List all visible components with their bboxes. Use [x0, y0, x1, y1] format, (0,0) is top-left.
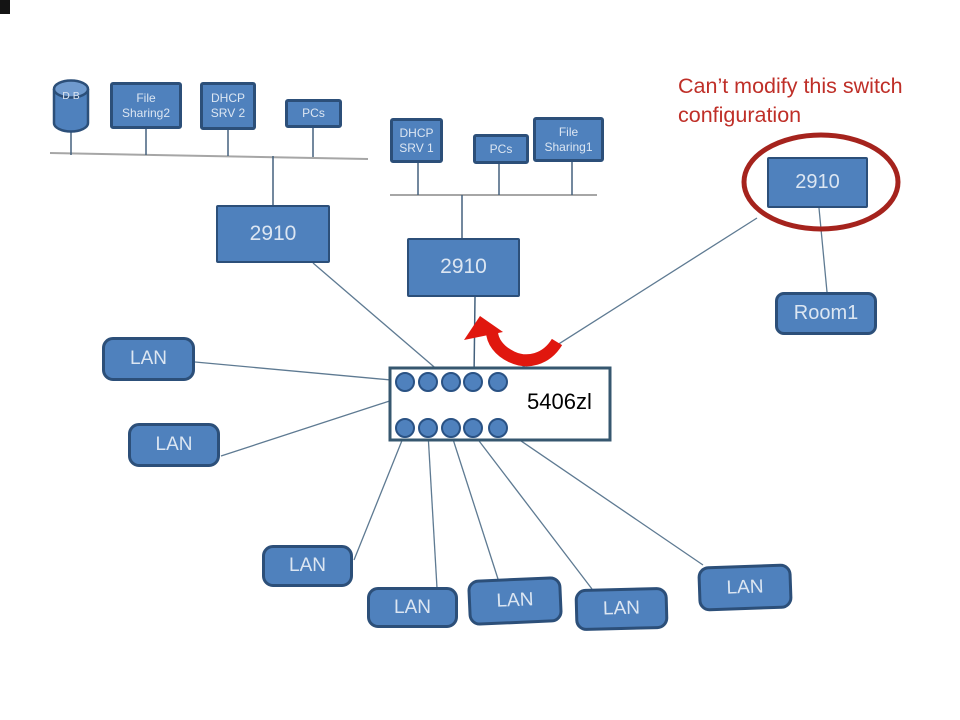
lan-label: LAN [726, 575, 764, 599]
core-switch-ports-bottom [395, 418, 508, 438]
lan-label: LAN [155, 434, 193, 456]
lan-label: LAN [289, 555, 326, 577]
node-room1: Room1 [775, 292, 877, 335]
port-dot [418, 418, 438, 438]
file-sharing1-line2: Sharing1 [544, 139, 593, 154]
port-dot [441, 372, 461, 392]
node-lan-bottom-4: LAN [574, 586, 669, 632]
node-lan-left-1: LAN [102, 337, 195, 381]
link-2910-right-core [501, 217, 758, 381]
corner-mark [0, 0, 10, 14]
lan-label: LAN [394, 596, 431, 618]
node-file-sharing1: File Sharing1 [533, 117, 604, 162]
port-dot [441, 418, 461, 438]
link-lan-left1-core [194, 361, 403, 382]
pcs-top-left-label: PCs [302, 106, 325, 120]
link-core-lan-b1 [353, 432, 406, 561]
core-switch-ports-top [395, 372, 508, 392]
db-label: D B [54, 90, 88, 103]
port-dot [395, 372, 415, 392]
annotation-text: Can’t modify this switch configuration [678, 72, 938, 130]
port-dot [463, 372, 483, 392]
lan-label: LAN [496, 589, 534, 612]
node-lan-bottom-2: LAN [367, 587, 458, 628]
annotation-line2: configuration [678, 103, 802, 127]
node-lan-bottom-5: LAN [697, 563, 793, 612]
room1-label: Room1 [793, 302, 859, 324]
node-dhcp-srv1: DHCP SRV 1 [390, 118, 443, 163]
link-core-lan-b3 [450, 432, 499, 580]
dhcp-srv1-line1: DHCP [399, 125, 434, 140]
node-lan-bottom-1: LAN [262, 545, 353, 587]
file-sharing2-line1: File [136, 90, 156, 105]
annotation-line1: Can’t modify this switch [678, 74, 903, 98]
port-dot [395, 418, 415, 438]
node-lan-left-2: LAN [128, 423, 220, 467]
link-2910-right-room1 [818, 207, 828, 293]
node-pcs-top-left: PCs [285, 99, 342, 128]
lan-label: LAN [602, 597, 641, 620]
red-arrow-tail [486, 330, 563, 367]
dhcp-srv1-line2: SRV 1 [399, 140, 434, 155]
core-switch-label: 5406zl [527, 389, 592, 414]
switch-2910-left-label: 2910 [249, 221, 297, 245]
switch-2910-mid-label: 2910 [440, 255, 487, 279]
db-label-line2: B [72, 90, 80, 102]
node-switch-2910-right: 2910 [767, 157, 868, 208]
port-dot [463, 418, 483, 438]
db-label-line1: D [62, 90, 70, 102]
red-arrow-head [464, 316, 503, 340]
port-dot [488, 372, 508, 392]
dhcp-srv2-line2: SRV 2 [210, 106, 246, 120]
bus-line-left [49, 152, 369, 160]
link-2910-mid-core [473, 296, 476, 379]
lan-label: LAN [130, 348, 167, 370]
node-pcs-mid: PCs [473, 134, 529, 164]
port-dot [488, 418, 508, 438]
file-sharing1-line1: File [558, 124, 579, 139]
link-core-lan-b2 [427, 432, 438, 589]
node-dhcp-srv2: DHCP SRV 2 [200, 82, 256, 130]
link-lan-left2-core [220, 392, 415, 457]
node-switch-2910-mid: 2910 [407, 238, 520, 297]
switch-2910-right-label: 2910 [795, 171, 840, 193]
link-core-lan-b4 [472, 432, 593, 590]
node-lan-bottom-3: LAN [467, 575, 563, 627]
link-core-lan-b5 [504, 429, 704, 566]
port-dot [418, 372, 438, 392]
node-file-sharing2: File Sharing2 [110, 82, 182, 129]
pcs-mid-label: PCs [489, 141, 513, 156]
file-sharing2-line2: Sharing2 [121, 105, 171, 120]
node-switch-2910-left: 2910 [216, 205, 330, 263]
dhcp-srv2-line1: DHCP [210, 91, 245, 105]
